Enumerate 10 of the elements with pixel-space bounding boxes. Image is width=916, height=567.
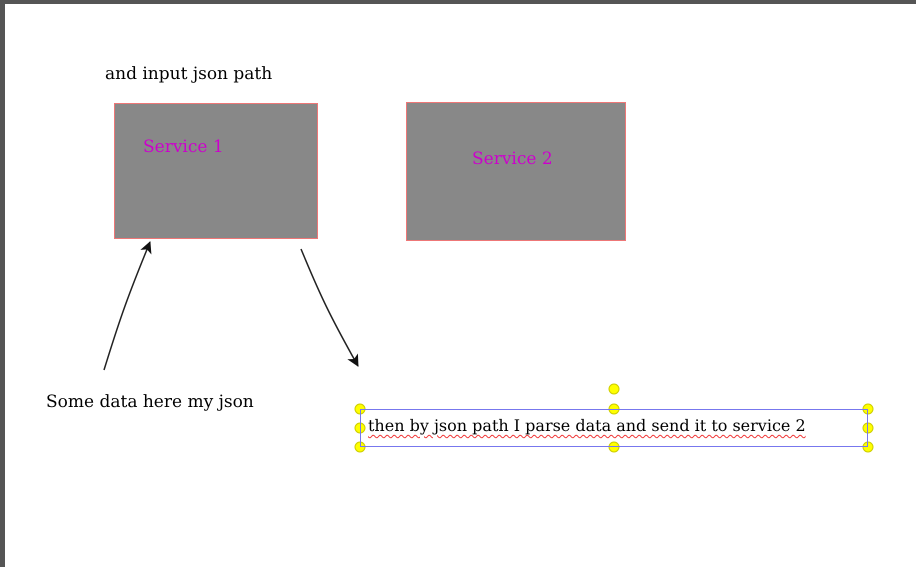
hand-drawn-arrow: [103, 241, 152, 370]
box-label: Service 1: [143, 137, 224, 157]
text-box: [360, 409, 868, 447]
note-text: Some data here my json: [46, 392, 254, 412]
note-text: then by json path I parse data and send it to service 2: [368, 416, 806, 435]
service-box: [406, 102, 626, 241]
box-label: Service 2: [472, 149, 553, 169]
service-box: [114, 103, 318, 239]
annotation-text: and input json path: [105, 64, 272, 84]
hand-drawn-arrow: [300, 248, 359, 367]
